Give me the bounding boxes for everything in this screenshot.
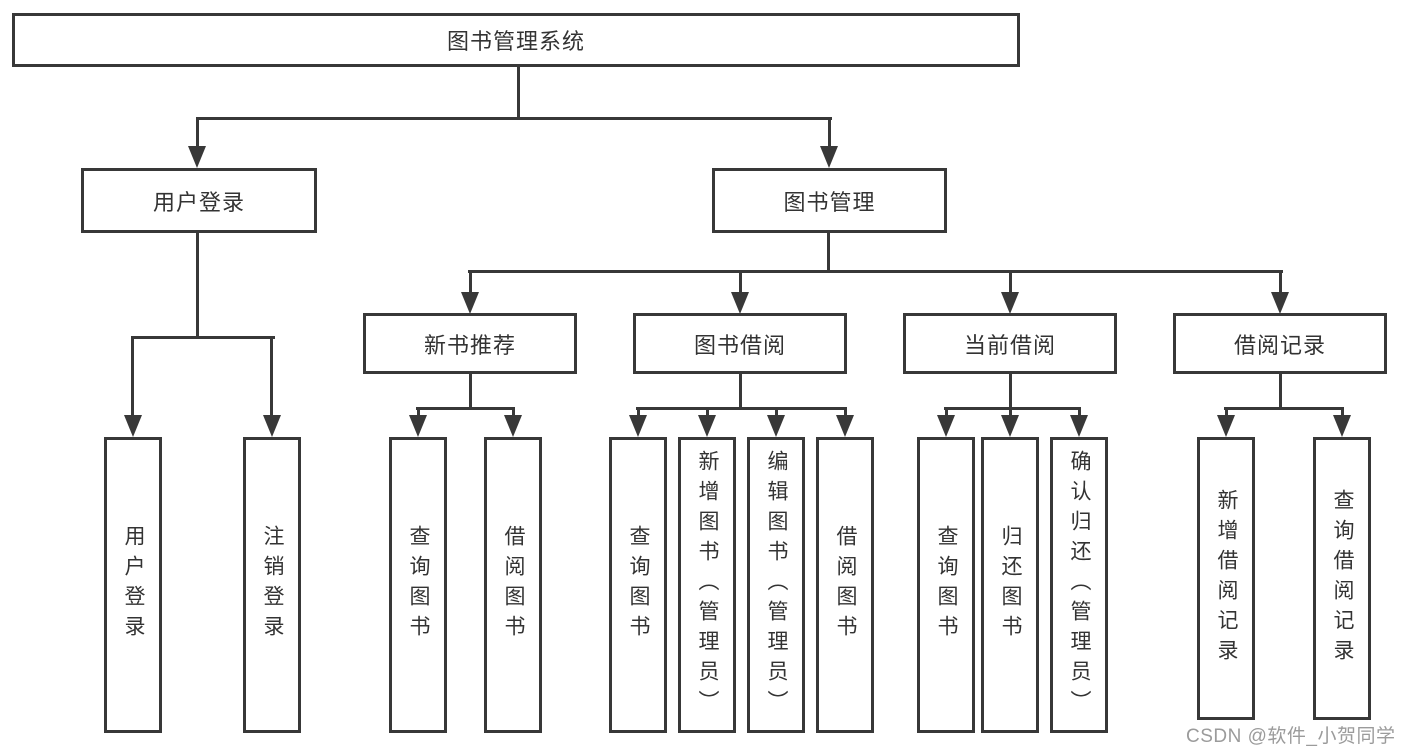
- connector-new-book-stub: [469, 374, 472, 410]
- connector-new-book-branch: [416, 407, 515, 410]
- leaf-return-books-label: 归还图书: [999, 525, 1022, 645]
- connector-level2-branch: [196, 117, 832, 120]
- arrowhead-down-icon: [409, 415, 427, 437]
- connector-drop-leaf: [417, 407, 420, 419]
- node-book-management: 图书管理: [712, 168, 947, 233]
- connector-user-login-stub: [196, 233, 199, 339]
- node-library-system-label: 图书管理系统: [446, 29, 585, 54]
- connector-drop-new-book: [469, 270, 472, 296]
- connector-drop-leaf: [637, 407, 640, 419]
- arrowhead-down-icon: [629, 415, 647, 437]
- leaf-borrow-books-recommend: 借阅图书: [484, 437, 542, 733]
- arrowhead-down-icon: [698, 415, 716, 437]
- leaf-borrow-books-recommend-label: 借阅图书: [502, 525, 525, 645]
- node-user-login: 用户登录: [81, 168, 317, 233]
- leaf-logout: 注销登录: [243, 437, 301, 733]
- node-borrow-records: 借阅记录: [1173, 313, 1387, 374]
- arrowhead-down-icon: [263, 415, 281, 437]
- leaf-query-books-borrow: 查询图书: [609, 437, 667, 733]
- leaf-query-books-recommend: 查询图书: [389, 437, 447, 733]
- arrowhead-down-icon: [504, 415, 522, 437]
- connector-drop-leaf: [512, 407, 515, 419]
- connector-drop-leaf: [844, 407, 847, 419]
- connector-current-borrow-stub: [1009, 374, 1012, 410]
- arrowhead-down-icon: [1217, 415, 1235, 437]
- leaf-add-books-admin: 新增图书（管理员）: [678, 437, 736, 733]
- leaf-user-login: 用户登录: [104, 437, 162, 733]
- arrowhead-down-icon: [1001, 415, 1019, 437]
- connector-drop-leaf: [775, 407, 778, 419]
- leaf-query-books-current-label: 查询图书: [935, 525, 958, 645]
- arrowhead-down-icon: [820, 146, 838, 168]
- leaf-query-borrow-record-label: 查询借阅记录: [1331, 488, 1354, 669]
- leaf-query-borrow-record: 查询借阅记录: [1313, 437, 1371, 720]
- connector-drop-leaf: [131, 336, 134, 418]
- leaf-borrow-books-label: 借阅图书: [834, 525, 857, 645]
- arrowhead-down-icon: [188, 146, 206, 168]
- arrowhead-down-icon: [1070, 415, 1088, 437]
- node-borrow-records-label: 借阅记录: [1233, 332, 1326, 358]
- connector-drop-leaf: [1009, 407, 1012, 419]
- node-book-borrow-label: 图书借阅: [693, 332, 786, 358]
- leaf-query-books-borrow-label: 查询图书: [627, 525, 650, 645]
- leaf-edit-books-admin: 编辑图书（管理员）: [747, 437, 805, 733]
- arrowhead-down-icon: [731, 292, 749, 314]
- arrowhead-down-icon: [1001, 292, 1019, 314]
- node-book-management-label: 图书管理: [783, 189, 876, 215]
- leaf-add-borrow-record: 新增借阅记录: [1197, 437, 1255, 720]
- leaf-user-login-label: 用户登录: [122, 525, 145, 645]
- arrowhead-down-icon: [836, 415, 854, 437]
- leaf-logout-label: 注销登录: [261, 525, 284, 645]
- connector-drop-leaf: [270, 336, 273, 418]
- leaf-return-books: 归还图书: [981, 437, 1039, 733]
- connector-drop-leaf: [1078, 407, 1081, 419]
- connector-drop-leaf: [1341, 407, 1344, 419]
- node-new-book-recommend-label: 新书推荐: [423, 332, 516, 358]
- connector-drop-user-login: [196, 117, 199, 150]
- connector-user-login-branch: [131, 336, 275, 339]
- node-user-login-label: 用户登录: [152, 189, 245, 215]
- arrowhead-down-icon: [937, 415, 955, 437]
- arrowhead-down-icon: [1271, 292, 1289, 314]
- connector-drop-leaf: [1225, 407, 1228, 419]
- connector-book-borrow-stub: [739, 374, 742, 410]
- connector-root-stub: [517, 67, 520, 120]
- leaf-query-books-current: 查询图书: [917, 437, 975, 733]
- node-library-system: 图书管理系统: [12, 13, 1020, 67]
- connector-book-management-stub: [827, 233, 830, 273]
- leaf-confirm-return-admin-label: 确认归还（管理员）: [1068, 450, 1091, 720]
- connector-drop-book-management: [828, 117, 831, 150]
- connector-borrow-records-stub: [1279, 374, 1282, 410]
- connector-book-borrow-branch: [636, 407, 847, 410]
- arrowhead-down-icon: [767, 415, 785, 437]
- leaf-confirm-return-admin: 确认归还（管理员）: [1050, 437, 1108, 733]
- connector-drop-borrow-records: [1279, 270, 1282, 296]
- arrowhead-down-icon: [124, 415, 142, 437]
- node-current-borrow: 当前借阅: [903, 313, 1117, 374]
- arrowhead-down-icon: [1333, 415, 1351, 437]
- connector-level3-branch: [468, 270, 1283, 273]
- leaf-add-books-admin-label: 新增图书（管理员）: [696, 450, 719, 720]
- node-current-borrow-label: 当前借阅: [963, 332, 1056, 358]
- leaf-query-books-recommend-label: 查询图书: [407, 525, 430, 645]
- csdn-watermark: CSDN @软件_小贺同学: [1186, 726, 1396, 747]
- node-book-borrow: 图书借阅: [633, 313, 847, 374]
- connector-drop-leaf: [706, 407, 709, 419]
- leaf-edit-books-admin-label: 编辑图书（管理员）: [765, 450, 788, 720]
- connector-drop-leaf: [945, 407, 948, 419]
- connector-current-borrow-branch: [944, 407, 1081, 410]
- leaf-add-borrow-record-label: 新增借阅记录: [1215, 488, 1238, 669]
- connector-drop-current-borrow: [1009, 270, 1012, 296]
- connector-drop-book-borrow: [739, 270, 742, 296]
- leaf-borrow-books: 借阅图书: [816, 437, 874, 733]
- arrowhead-down-icon: [461, 292, 479, 314]
- node-new-book-recommend: 新书推荐: [363, 313, 577, 374]
- connector-borrow-records-branch: [1224, 407, 1344, 410]
